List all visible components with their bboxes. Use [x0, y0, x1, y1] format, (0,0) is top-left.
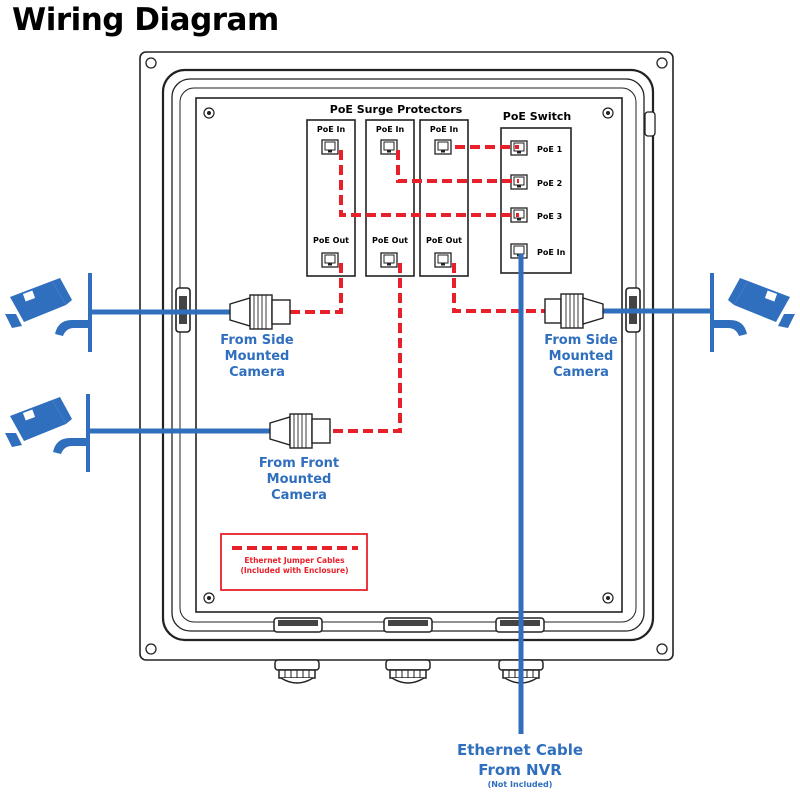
left-camera-label-line2: Mounted [224, 349, 290, 364]
right-camera-label-line2: Mounted [548, 349, 614, 364]
mounting-hole-top-right [656, 57, 668, 69]
sp3-poe-out-label: PoE Out [426, 236, 462, 245]
jumper-sp1-out-to-left-camera [290, 263, 343, 314]
surge-protectors-label: PoE Surge Protectors [330, 103, 463, 116]
ethernet-port-icon [380, 139, 398, 155]
sp2-poe-in-label: PoE In [376, 125, 405, 134]
security-camera-icon [5, 273, 92, 352]
switch-poe1-label: PoE 1 [537, 145, 563, 154]
legend-box [220, 533, 368, 591]
cable-gland-icon [274, 659, 320, 684]
screw-icon [203, 107, 215, 119]
left-camera-label-line3: Camera [229, 365, 285, 380]
left-camera-label-line1: From Side [220, 333, 294, 348]
sp1-poe-in-label: PoE In [317, 125, 346, 134]
hinge-top-right [644, 111, 656, 137]
sp2-poe-out-label: PoE Out [372, 236, 408, 245]
nvr-cable-label: Ethernet Cable From NVR (Not Included) [420, 740, 620, 790]
legend-line1: Ethernet Jumper Cables [244, 556, 345, 565]
front-camera-label-line3: Camera [271, 488, 327, 503]
left-camera-label: From Side Mounted Camera [196, 333, 318, 381]
cable-gland-icon [385, 659, 431, 684]
front-camera-label: From Front Mounted Camera [238, 456, 360, 504]
rj45-connector-icon [544, 293, 604, 329]
screw-icon [602, 107, 614, 119]
nvr-cable-label-line2: From NVR [478, 761, 562, 779]
switch-poe-in-label: PoE In [537, 248, 566, 257]
sp3-poe-in-label: PoE In [430, 125, 459, 134]
ethernet-port-icon [380, 252, 398, 268]
jumper-sp3-out-to-right-camera [452, 263, 545, 313]
right-camera-label: From Side Mounted Camera [520, 333, 642, 381]
ethernet-port-icon [434, 139, 452, 155]
jumper-sp2-to-poe2 [396, 150, 519, 183]
screw-icon [602, 592, 614, 604]
cable-gland-icon [273, 617, 323, 633]
ethernet-port-icon [321, 139, 339, 155]
mounting-hole-bottom-left [145, 643, 157, 655]
sp1-poe-out-label: PoE Out [313, 236, 349, 245]
security-camera-icon [5, 394, 90, 472]
mounting-hole-top-left [145, 57, 157, 69]
switch-poe2-label: PoE 2 [537, 179, 562, 188]
security-camera-icon [710, 273, 795, 352]
right-camera-label-line1: From Side [544, 333, 618, 348]
right-camera-label-line3: Camera [553, 365, 609, 380]
legend-text: Ethernet Jumper Cables (Included with En… [222, 556, 367, 576]
jumper-sp1-to-poe3 [339, 150, 519, 217]
mounting-hole-bottom-right [656, 643, 668, 655]
nvr-cable-note: (Not Included) [487, 780, 553, 789]
front-camera-label-line1: From Front [258, 456, 340, 471]
poe-switch-label: PoE Switch [503, 110, 571, 123]
jumper-sp2-out-to-front-camera [330, 263, 402, 433]
front-camera-label-line2: Mounted [266, 472, 332, 487]
rj45-connector-icon [269, 413, 331, 449]
cable-gland-icon [383, 617, 433, 633]
rj45-connector-icon [229, 294, 291, 330]
ethernet-port-icon [434, 252, 452, 268]
page-title: Wiring Diagram [12, 2, 279, 38]
legend-line2: (Included with Enclosure) [240, 566, 349, 575]
screw-icon [203, 592, 215, 604]
switch-poe3-label: PoE 3 [537, 212, 562, 221]
nvr-cable-label-line1: Ethernet Cable [456, 741, 584, 759]
ethernet-port-icon [321, 252, 339, 268]
